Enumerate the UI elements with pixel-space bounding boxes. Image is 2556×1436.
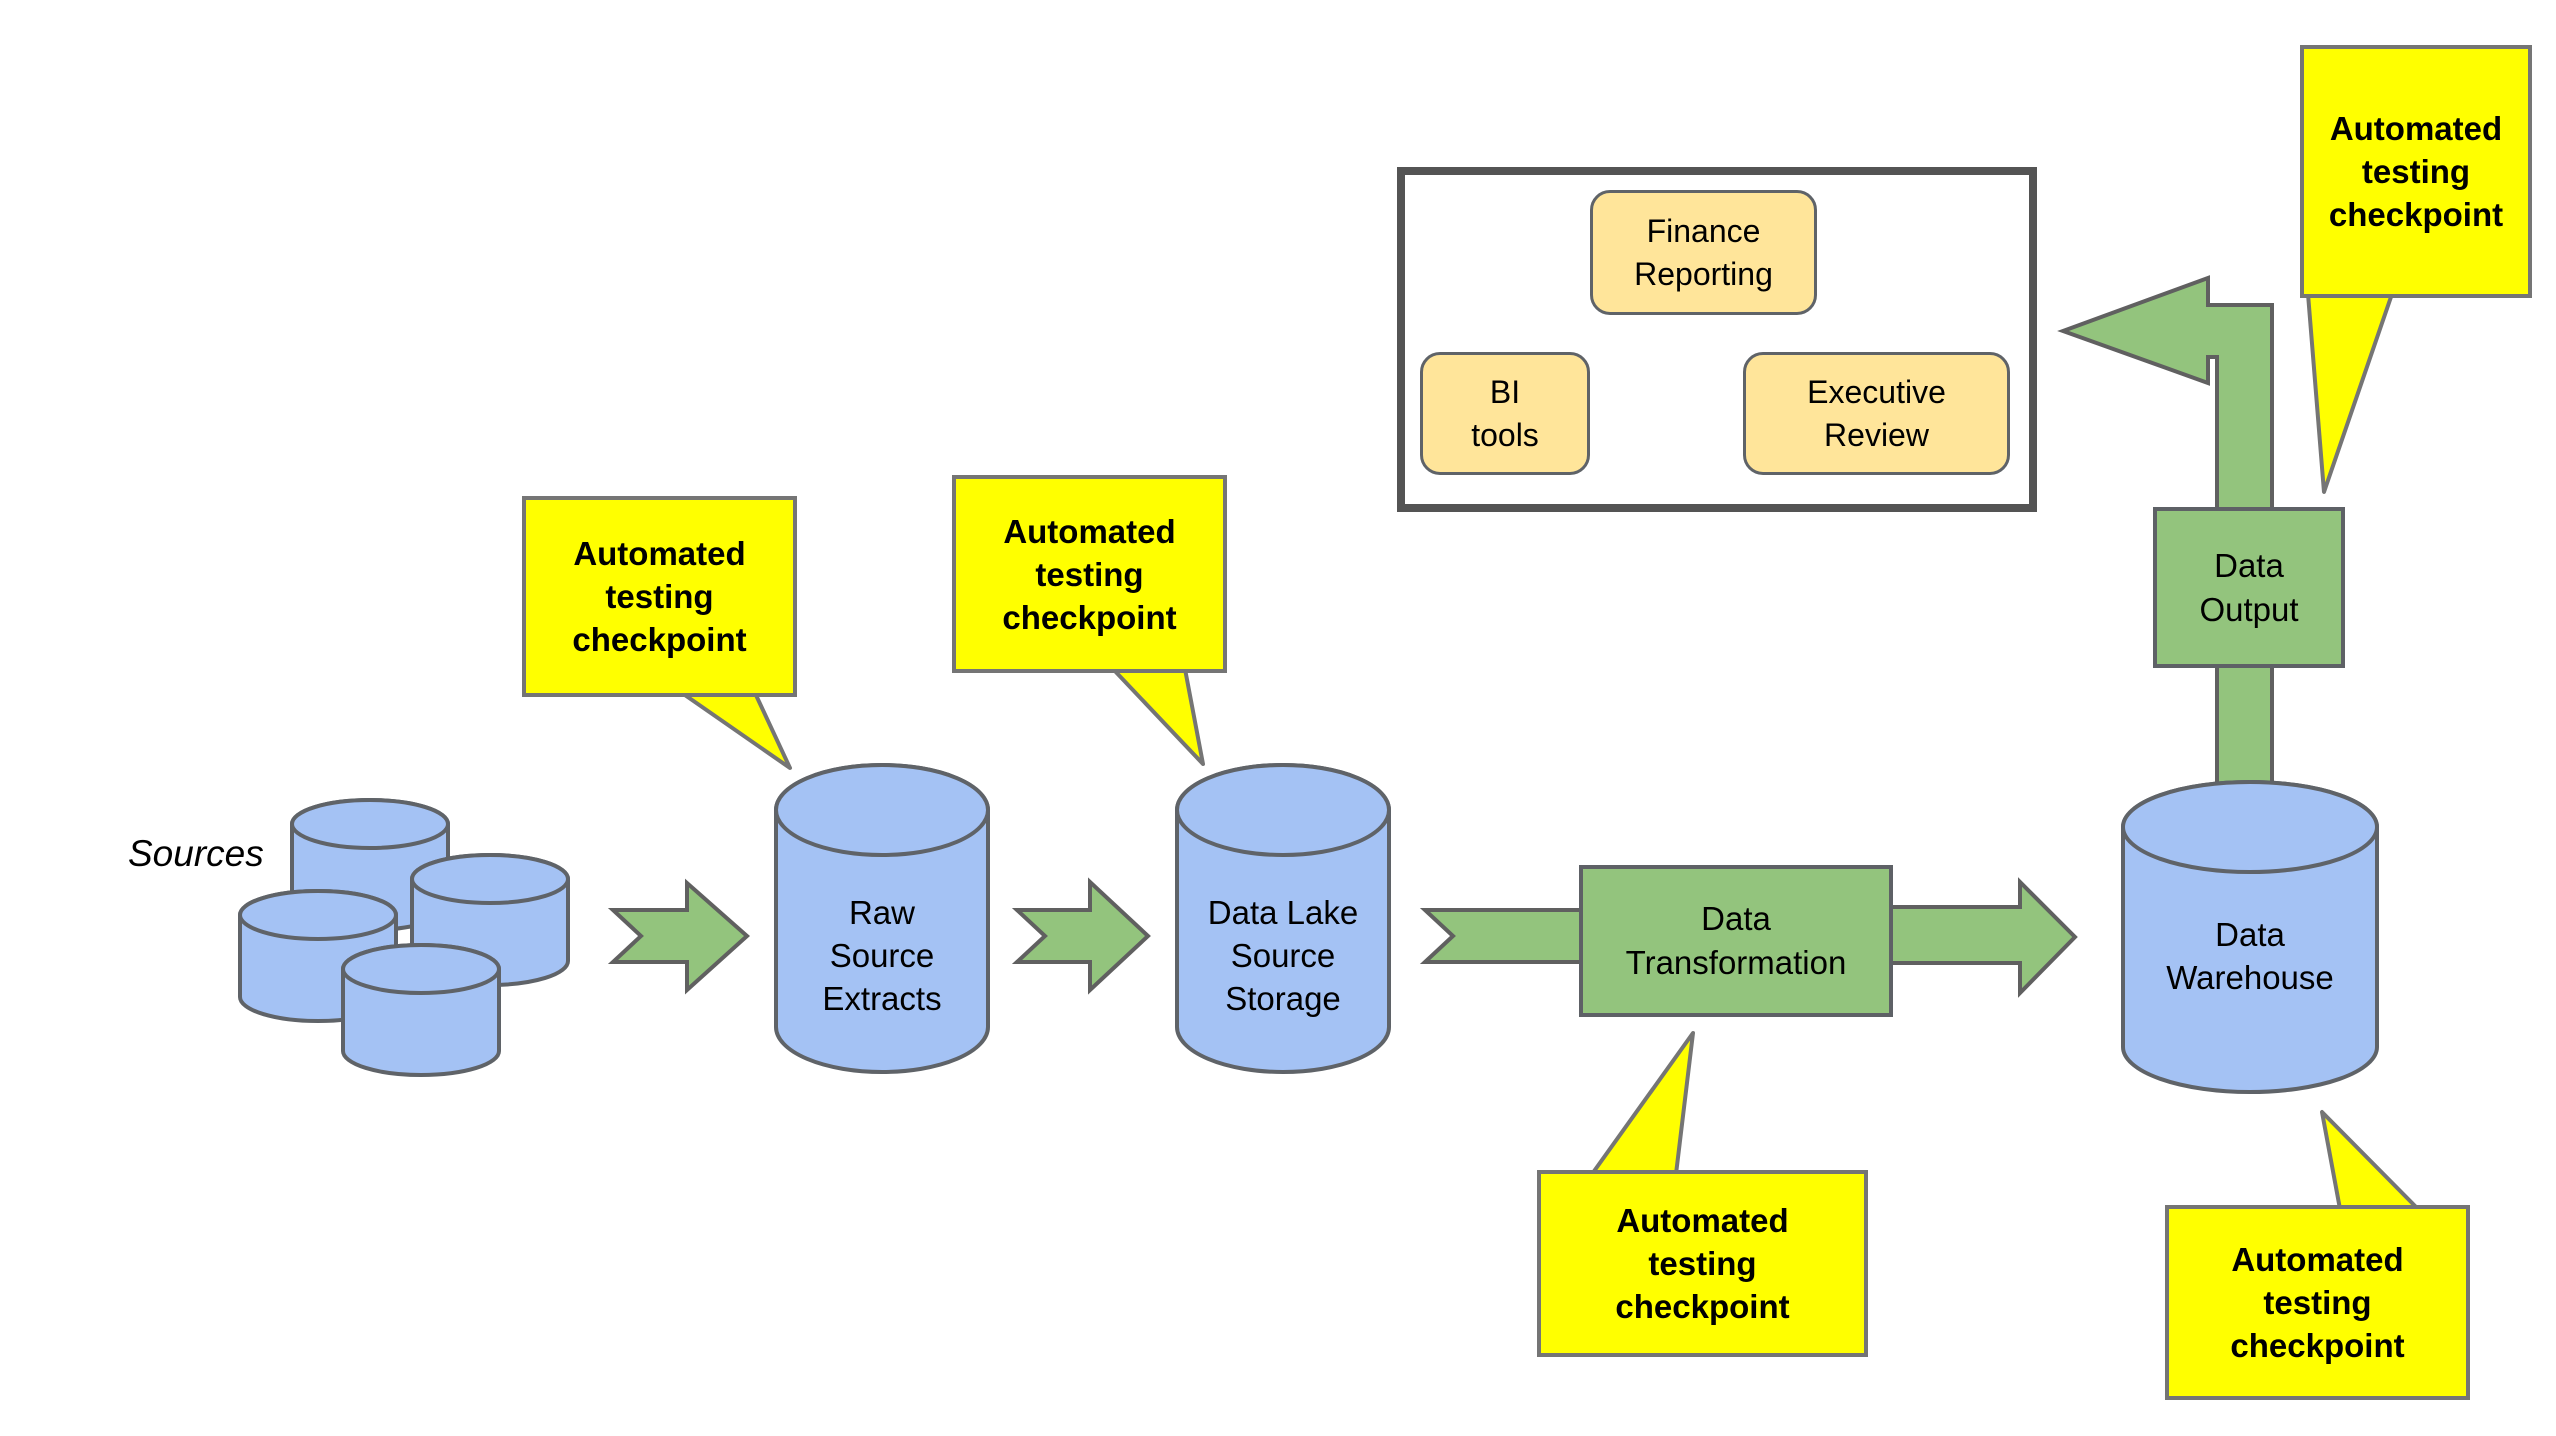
finance-reporting-chip: Finance Reporting: [1590, 190, 1817, 315]
callout-tail-output: [2306, 292, 2394, 494]
callout-output-checkpoint: Automated testing checkpoint: [2300, 45, 2532, 298]
callout-warehouse-checkpoint: Automated testing checkpoint: [2165, 1205, 2470, 1400]
callout-tails: [680, 292, 2420, 1211]
data-warehouse-cylinder: [2121, 780, 2379, 1094]
sources-cylinder-cluster: [238, 798, 570, 1077]
connector-warehouse-to-output: [2215, 658, 2274, 802]
callout-raw-checkpoint: Automated testing checkpoint: [522, 496, 797, 697]
sources-label: Sources: [128, 833, 264, 874]
data-transformation-box: Data Transformation: [1579, 865, 1893, 1017]
arrow-output-to-consumers: [2057, 275, 2274, 517]
arrow-transformation-to-warehouse: [1883, 877, 2078, 998]
data-lake-source-storage-label: Data Lake Source Storage: [1207, 893, 1359, 1017]
callout-tail-transformation: [1590, 1031, 1695, 1176]
callout-tail-raw: [680, 691, 792, 770]
source-cylinder-icon: [341, 943, 501, 1077]
callout-tail-warehouse: [2320, 1110, 2420, 1211]
raw-source-extracts-cylinder: [774, 763, 990, 1074]
bi-tools-chip: BI tools: [1420, 352, 1590, 475]
executive-review-chip: Executive Review: [1743, 352, 2010, 475]
callout-transformation-checkpoint: Automated testing checkpoint: [1537, 1170, 1868, 1357]
raw-source-extracts-label: Raw Source Extracts: [822, 893, 942, 1017]
callout-tail-lake: [1111, 667, 1205, 766]
data-output-box: Data Output: [2153, 507, 2345, 668]
data-lake-source-storage-cylinder: [1175, 763, 1391, 1074]
data-warehouse-label: Data Warehouse: [2166, 915, 2334, 996]
arrow-sources-to-raw: [607, 878, 751, 995]
arrow-raw-to-lake: [1011, 877, 1151, 995]
callout-lake-checkpoint: Automated testing checkpoint: [952, 475, 1227, 673]
